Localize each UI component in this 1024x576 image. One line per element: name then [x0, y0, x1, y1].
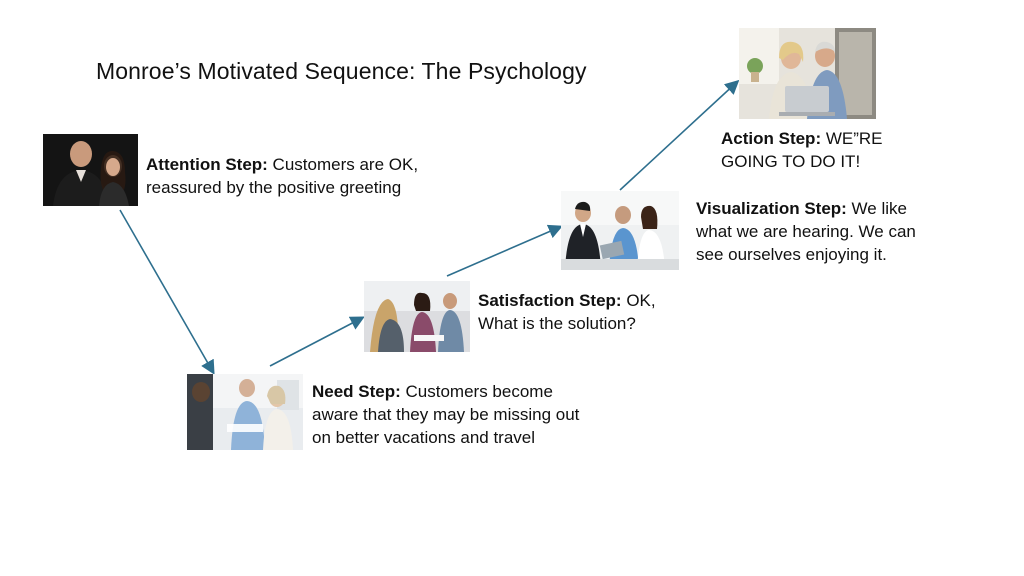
- arrow-need-to-satisfaction: [269, 316, 365, 367]
- attention-step-text: Attention Step: Customers are OK, reassu…: [146, 153, 456, 199]
- arrow-attention-to-need: [119, 209, 215, 375]
- visualization-step-label: Visualization Step:: [696, 199, 847, 218]
- arrow-satisfaction-to-visualization: [446, 224, 563, 277]
- arrow-visualization-to-action: [619, 79, 740, 191]
- attention-photo: [43, 134, 138, 206]
- action-step-label: Action Step:: [721, 129, 822, 148]
- satisfaction-step-label: Satisfaction Step:: [478, 291, 622, 310]
- attention-step-desc: Customers are OK, reassured by the posit…: [146, 155, 419, 197]
- satisfaction-step-text: Satisfaction Step: OK, What is the solut…: [478, 289, 678, 335]
- action-step-desc: WE”RE GOING TO DO IT!: [721, 129, 883, 171]
- action-step-text: Action Step: WE”RE GOING TO DO IT!: [721, 127, 921, 173]
- attention-step-label: Attention Step:: [146, 155, 268, 174]
- satisfaction-step-desc: OK, What is the solution?: [478, 291, 656, 333]
- need-photo: [187, 374, 303, 450]
- need-step-label: Need Step:: [312, 382, 401, 401]
- need-step-desc: Customers become aware that they may be …: [312, 382, 580, 447]
- slide-title: Monroe’s Motivated Sequence: The Psychol…: [96, 58, 587, 84]
- action-photo: [739, 28, 876, 119]
- visualization-photo: [561, 191, 679, 270]
- need-step-text: Need Step: Customers become aware that t…: [312, 380, 602, 449]
- satisfaction-photo: [364, 281, 470, 352]
- visualization-step-desc: We like what we are hearing. We can see …: [696, 199, 916, 264]
- visualization-step-text: Visualization Step: We like what we are …: [696, 197, 946, 266]
